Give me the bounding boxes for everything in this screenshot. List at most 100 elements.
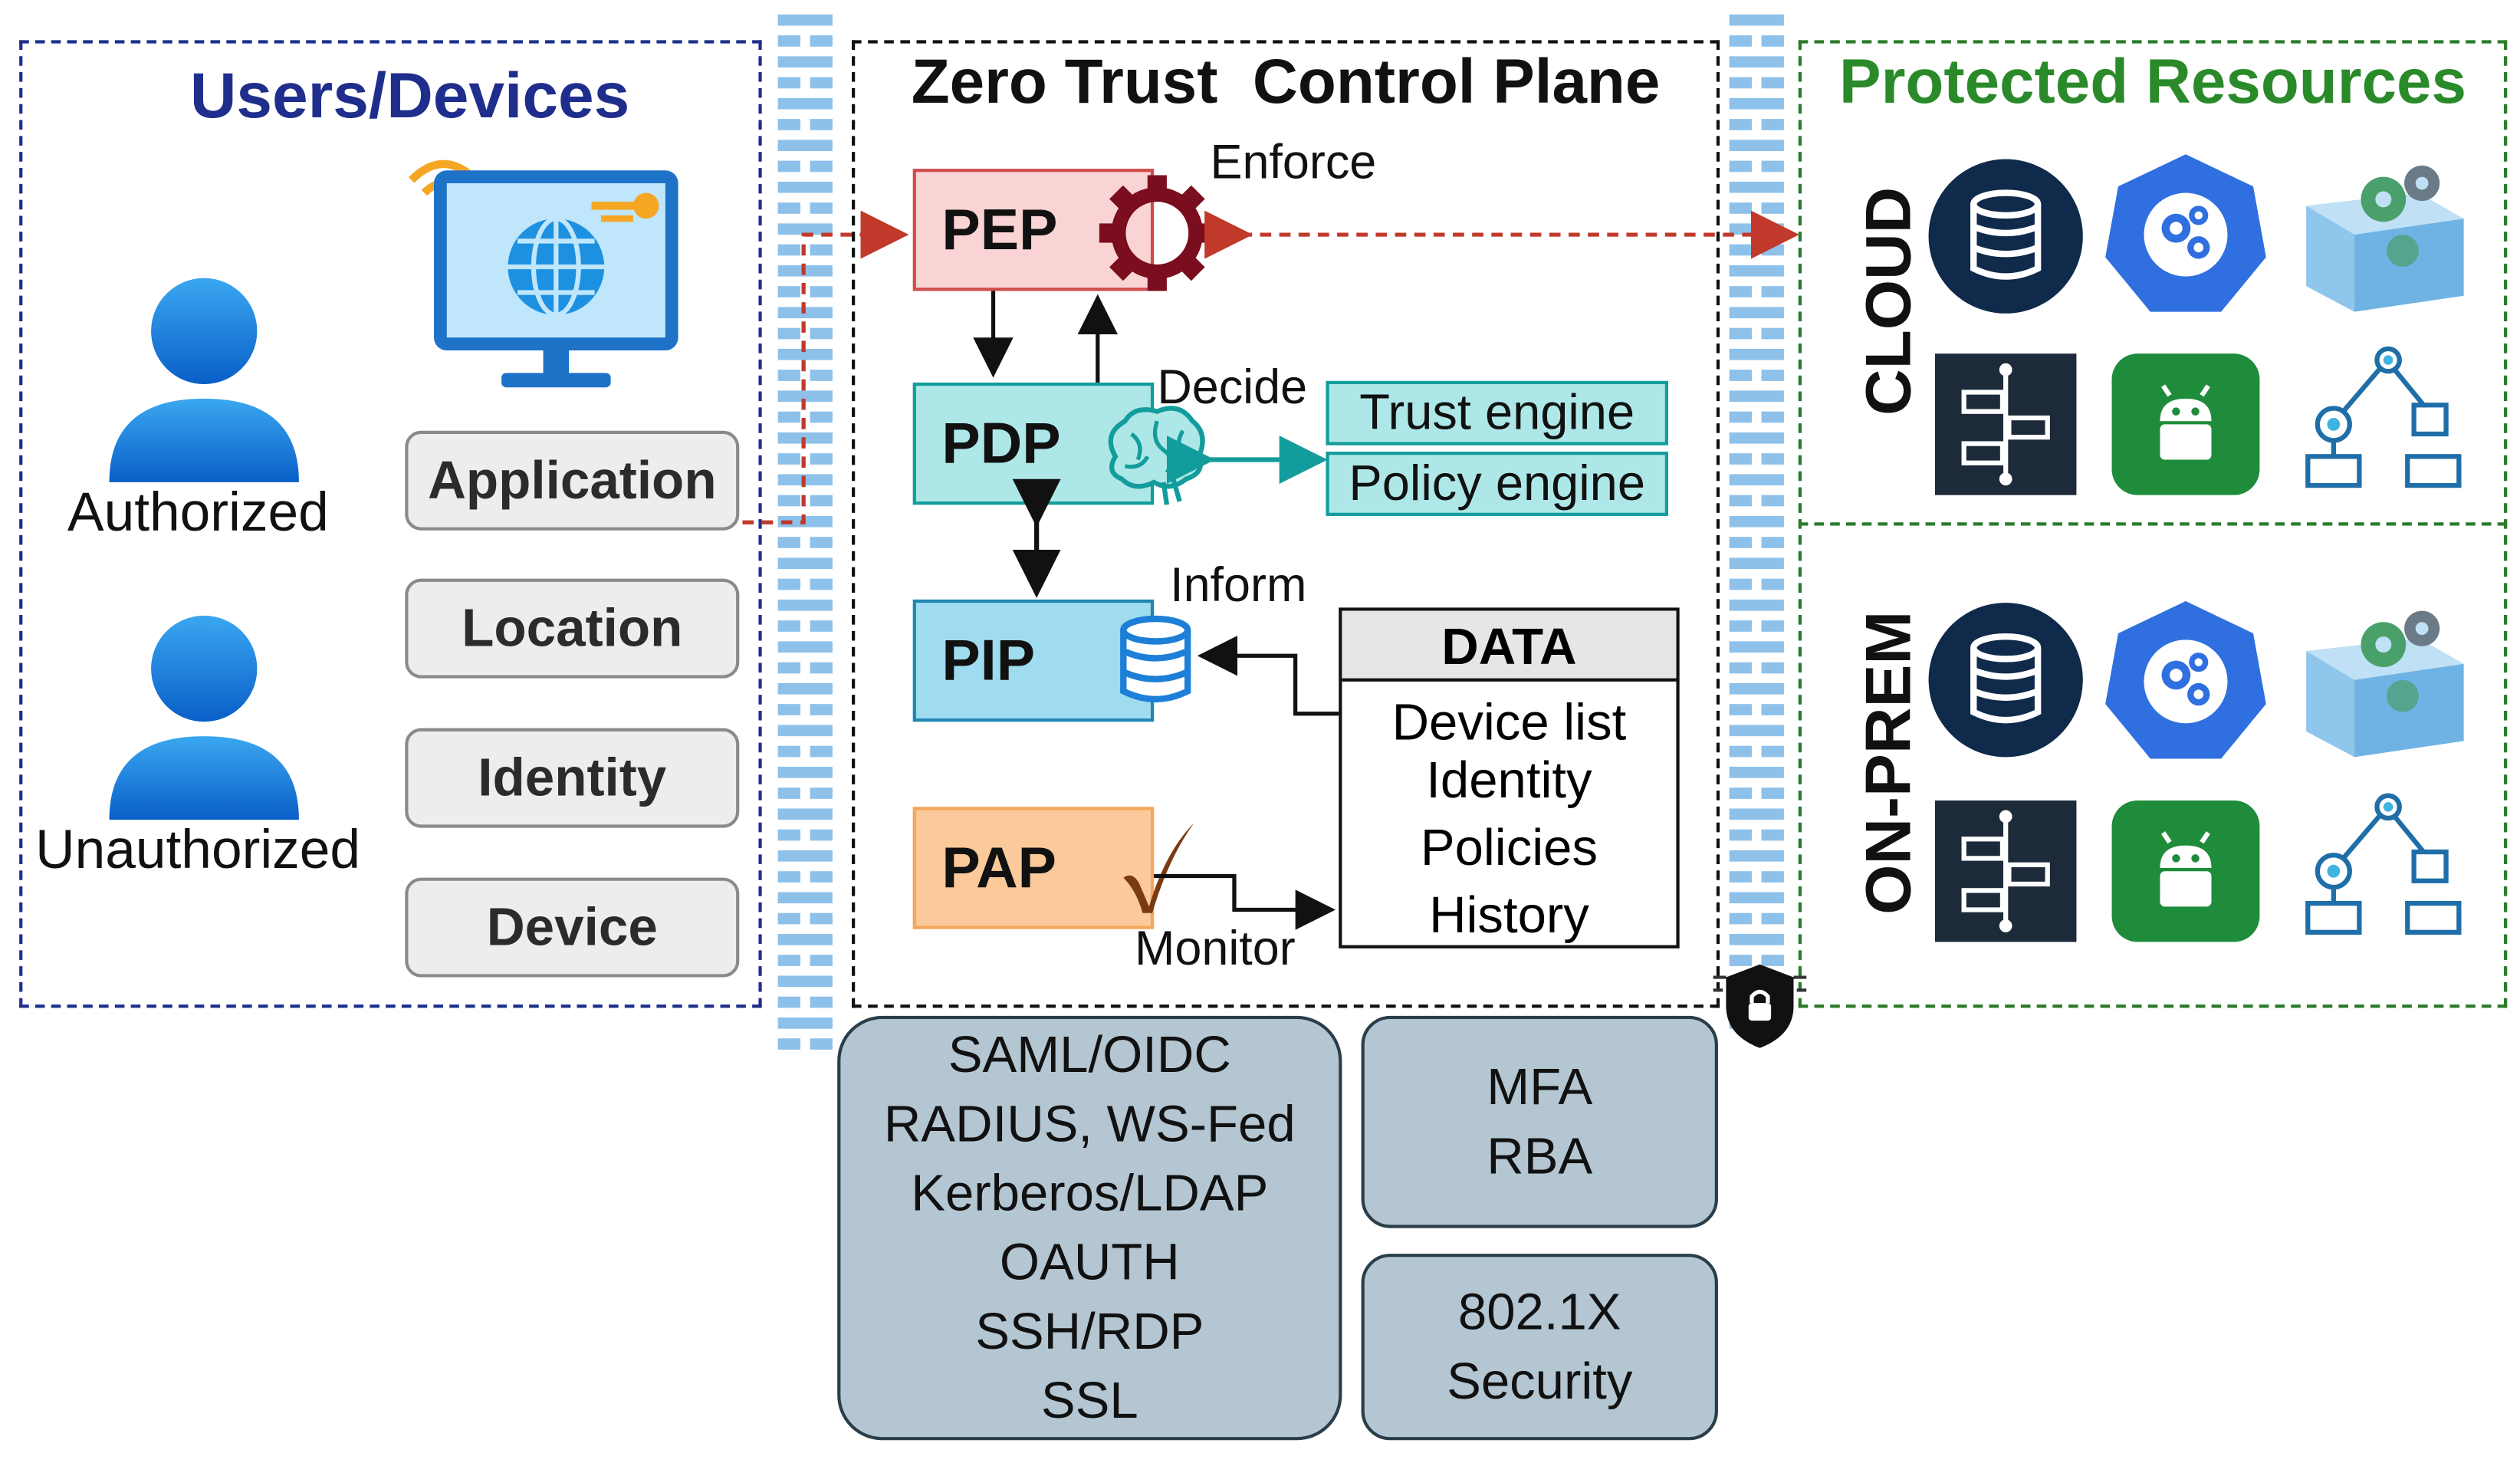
pdp-label: PDP — [941, 409, 1061, 476]
brick — [810, 35, 833, 47]
brick — [810, 244, 833, 256]
users-devices-title: Users/Devices — [189, 61, 630, 132]
brick — [1729, 787, 1752, 799]
brick — [777, 411, 800, 423]
brick — [777, 390, 833, 403]
brick — [1761, 495, 1784, 507]
brick — [777, 97, 833, 110]
brick — [1729, 829, 1752, 841]
brick — [777, 160, 800, 173]
protected-resources-title: Protected Resources — [1839, 48, 2466, 118]
attribute-device: Device — [405, 877, 740, 978]
brick — [1761, 871, 1784, 883]
brick — [1729, 286, 1752, 298]
application-to-pep-arrow — [742, 210, 909, 524]
brick — [810, 327, 833, 340]
brick — [1761, 704, 1784, 715]
decide-label: Decide — [1157, 361, 1308, 415]
workflow-icon — [1934, 800, 2077, 942]
robot-arm-icon — [2305, 793, 2462, 935]
brick — [1729, 850, 1784, 862]
mfa-item: RBA — [1487, 1126, 1593, 1185]
checkmark-icon — [1123, 823, 1194, 913]
brick — [1761, 829, 1784, 841]
monitor-label: Monitor — [1134, 922, 1296, 976]
brick — [777, 327, 800, 340]
brick — [810, 1038, 833, 1050]
dot1x-item: Security — [1447, 1351, 1633, 1410]
brick — [1729, 348, 1784, 360]
data-items: Device list Identity Policies History — [1342, 682, 1676, 948]
kubernetes-icon — [2105, 601, 2266, 759]
brick — [777, 850, 833, 862]
brick — [1729, 662, 1752, 674]
data-box: DATA Device list Identity Policies Histo… — [1339, 607, 1680, 948]
robot-arm-icon — [2305, 346, 2462, 488]
brick — [777, 56, 833, 68]
brick — [810, 453, 833, 465]
brick — [1761, 370, 1784, 381]
brick — [777, 453, 800, 465]
cloud-gears-cube-icon — [2306, 165, 2464, 312]
brick — [777, 871, 800, 883]
brick — [1729, 97, 1784, 110]
brick — [777, 662, 800, 674]
pep-label: PEP — [941, 196, 1058, 262]
brick — [777, 766, 833, 778]
cloud-section-label: CLOUD — [1854, 186, 1925, 416]
workflow-icon — [1934, 353, 2077, 495]
protocol-item: SSL — [1040, 1371, 1138, 1429]
brick — [777, 955, 800, 966]
brick — [1761, 119, 1784, 130]
brick — [1729, 56, 1784, 68]
data-item: Device list — [1391, 692, 1627, 751]
brick — [810, 370, 833, 381]
brick — [1761, 578, 1784, 590]
computer-monitor-icon — [408, 159, 678, 388]
brick — [777, 370, 800, 381]
policy-engine-box: Policy engine — [1326, 452, 1668, 516]
brick — [777, 808, 833, 820]
brick — [1761, 955, 1784, 966]
brick — [777, 537, 800, 548]
protocol-item: OAUTH — [999, 1232, 1180, 1291]
brick — [777, 348, 833, 360]
brick — [1729, 557, 1784, 570]
brick — [777, 975, 833, 988]
authorized-user-icon — [109, 278, 299, 482]
gear-icon — [1099, 175, 1215, 291]
mfa-item: MFA — [1487, 1057, 1593, 1116]
brick — [1729, 35, 1752, 47]
brick — [810, 662, 833, 674]
brick — [777, 933, 833, 945]
brick — [777, 892, 833, 904]
brick — [777, 140, 833, 152]
brick — [1729, 77, 1752, 89]
brick — [1761, 912, 1784, 925]
cloud-gears-cube-icon — [2306, 610, 2464, 758]
database-service-icon — [1928, 603, 2083, 758]
brick — [1729, 474, 1784, 486]
pap-box: PAP — [912, 807, 1155, 929]
brick — [810, 578, 833, 590]
brick — [1729, 537, 1752, 548]
brick — [777, 745, 800, 758]
brick — [777, 77, 800, 89]
protocol-item: SAML/OIDC — [948, 1025, 1231, 1083]
brick — [777, 829, 800, 841]
brick — [1729, 892, 1784, 904]
brick — [777, 35, 800, 47]
brick — [777, 704, 800, 715]
brick — [1761, 787, 1784, 799]
brick — [1761, 537, 1784, 548]
brick — [1729, 871, 1752, 883]
unauthorized-label: Unauthorized — [35, 820, 361, 881]
enforce-label: Enforce — [1210, 136, 1377, 190]
brick — [777, 996, 800, 1008]
brick — [1729, 14, 1784, 26]
mfa-box: MFA RBA — [1361, 1015, 1718, 1228]
database-icon — [1120, 615, 1191, 703]
brick — [1729, 745, 1752, 758]
brick — [1761, 327, 1784, 340]
